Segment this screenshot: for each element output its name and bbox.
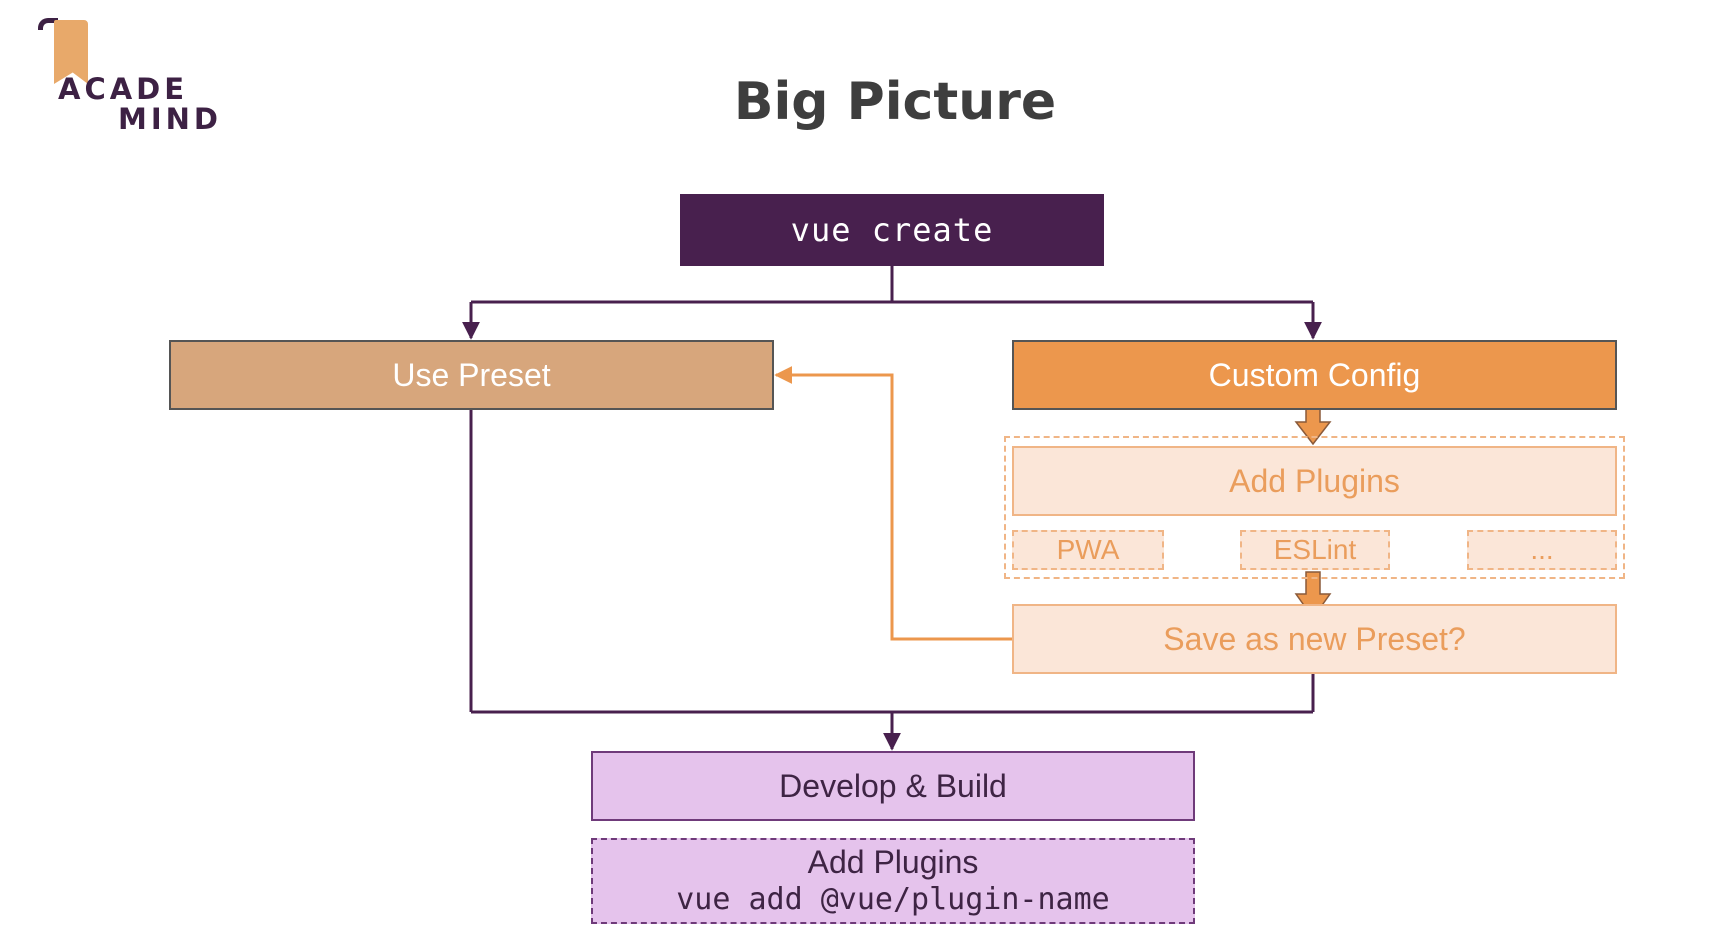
logo-text-line1: ACADE xyxy=(58,72,189,106)
plugin-pwa-node: PWA xyxy=(1012,530,1164,570)
logo-hook-shape xyxy=(38,18,58,30)
logo-flag-shape xyxy=(54,20,88,84)
custom-config-node: Custom Config xyxy=(1012,340,1617,410)
vue-create-node: vue create xyxy=(680,194,1104,266)
plugins-group-container xyxy=(1004,436,1625,579)
add-plugins-cli-node: Add Plugins vue add @vue/plugin-name xyxy=(591,838,1195,924)
develop-build-node: Develop & Build xyxy=(591,751,1195,821)
plugin-eslint-node: ESLint xyxy=(1240,530,1390,570)
connector-save-to-use-preset xyxy=(774,366,1012,641)
use-preset-node: Use Preset xyxy=(169,340,774,410)
logo-text-line2: MIND xyxy=(118,102,222,136)
add-plugins-cli-command: vue add @vue/plugin-name xyxy=(676,882,1110,917)
save-as-preset-node: Save as new Preset? xyxy=(1012,604,1617,674)
academind-logo: ACADE MIND xyxy=(36,18,226,136)
add-plugins-node: Add Plugins xyxy=(1012,446,1617,516)
page-title: Big Picture xyxy=(733,72,1057,132)
plugin-more-node: ... xyxy=(1467,530,1617,570)
add-plugins-cli-label: Add Plugins xyxy=(807,844,979,880)
